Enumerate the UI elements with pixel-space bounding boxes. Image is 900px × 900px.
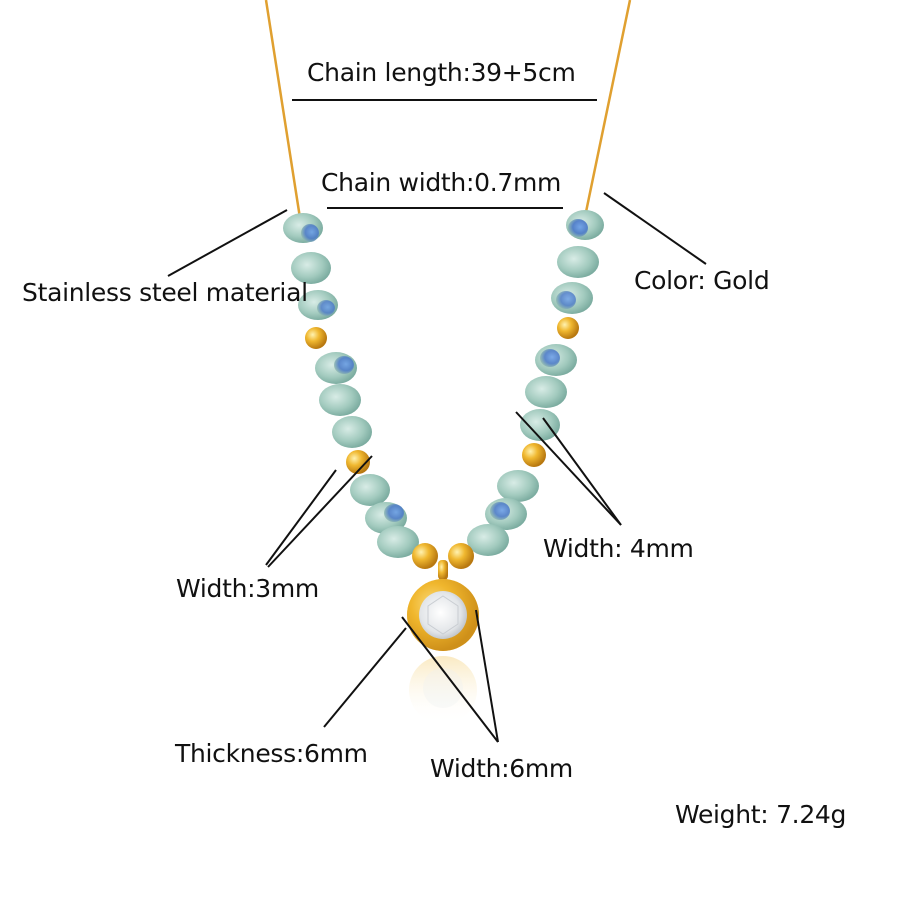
material-label: Stainless steel material bbox=[22, 278, 308, 307]
color-label: Color: Gold bbox=[634, 266, 770, 295]
chain-length-label: Chain length:39+5cm bbox=[307, 58, 576, 87]
left-bead-strand bbox=[283, 213, 419, 558]
round-pendant bbox=[407, 579, 479, 724]
pendant-thickness-label: Thickness:6mm bbox=[175, 739, 368, 768]
bead-width-3mm-label: Width:3mm bbox=[176, 574, 319, 603]
right-bead-strand bbox=[467, 210, 604, 556]
annotation-lines bbox=[167, 99, 707, 743]
bead-width-4mm-label: Width: 4mm bbox=[543, 534, 694, 563]
weight-label: Weight: 7.24g bbox=[675, 800, 847, 829]
pendant-width-label: Width:6mm bbox=[430, 754, 573, 783]
center-gold-beads bbox=[412, 543, 474, 580]
chain bbox=[264, 0, 632, 219]
chain-width-label: Chain width:0.7mm bbox=[321, 168, 562, 197]
